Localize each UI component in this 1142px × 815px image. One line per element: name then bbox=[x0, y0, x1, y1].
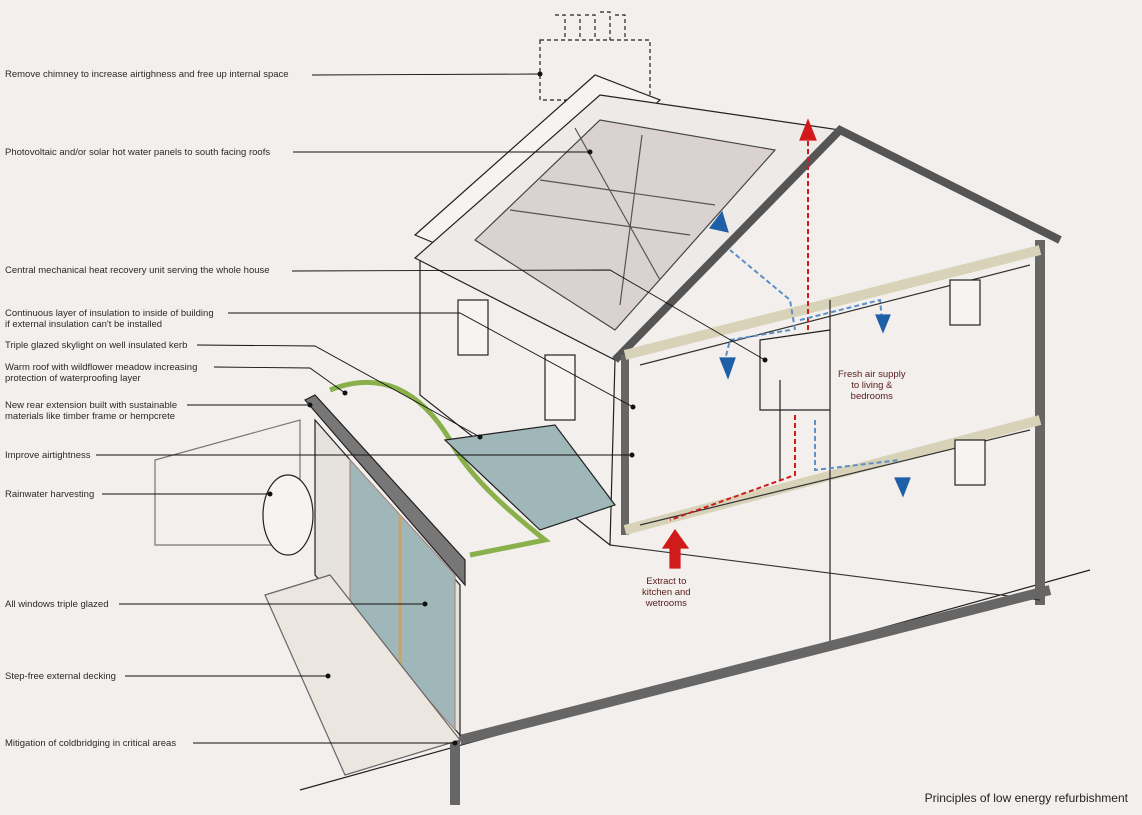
label-coldbridging: Mitigation of coldbridging in critical a… bbox=[5, 738, 177, 749]
label-rainwater: Rainwater harvesting bbox=[5, 489, 95, 500]
label-decking: Step-free external decking bbox=[5, 671, 116, 682]
leader-lines bbox=[96, 73, 766, 744]
label-windows: All windows triple glazed bbox=[5, 599, 109, 610]
note-fresh-air: Fresh air supply to living & bedrooms bbox=[838, 369, 906, 402]
supply-arrow-icon bbox=[708, 210, 729, 233]
label-skylight: Triple glazed skylight on well insulated… bbox=[5, 340, 188, 351]
extension-roof-edge bbox=[304, 394, 466, 587]
caption: Principles of low energy refurbishment bbox=[924, 791, 1128, 805]
extract-arrow-up-icon bbox=[799, 118, 817, 141]
glazed-doors bbox=[349, 458, 456, 732]
label-warm-roof: Warm roof with wildflower meadow increas… bbox=[5, 362, 198, 384]
window-lower bbox=[544, 354, 576, 421]
gable-section bbox=[612, 125, 1062, 363]
label-solar-panels: Photovoltaic and/or solar hot water pane… bbox=[5, 147, 271, 158]
skylight bbox=[443, 424, 616, 531]
rainwater-butt bbox=[262, 474, 314, 556]
label-insulation: Continuous layer of insulation to inside… bbox=[5, 308, 214, 330]
note-extract: Extract to kitchen and wetrooms bbox=[642, 576, 691, 609]
label-chimney: Remove chimney to increase airtighness a… bbox=[5, 69, 289, 80]
label-heat-recovery: Central mechanical heat recovery unit se… bbox=[5, 265, 270, 276]
label-rear-extension: New rear extension built with sustainabl… bbox=[5, 400, 178, 422]
window-upper bbox=[457, 299, 489, 356]
solar-panels bbox=[474, 119, 777, 331]
decking bbox=[264, 574, 462, 776]
extract-arrow-icon bbox=[661, 528, 690, 569]
label-airtightness: Improve airtightness bbox=[5, 450, 91, 461]
